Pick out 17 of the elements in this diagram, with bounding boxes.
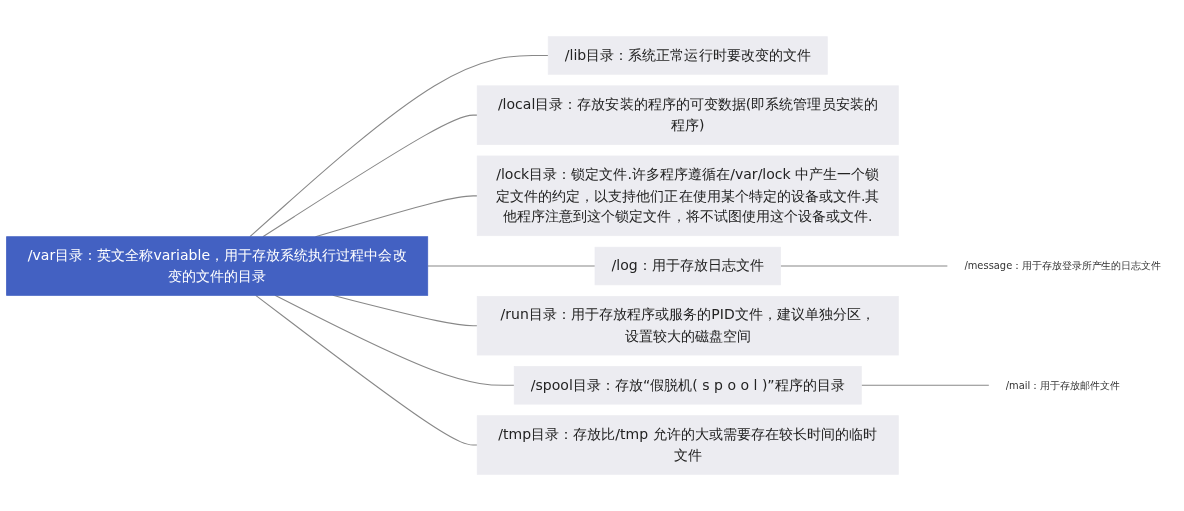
connector [262,114,478,238]
node-box: /log：用于存放日志文件 [594,246,781,286]
node-text: /message：用于存放登录所产生的日志文件 [964,260,1161,272]
connector [255,294,478,446]
connector [860,384,990,386]
node-box: /local目录：存放安装的程序的可变数据(即系统管理员安装的程序) [476,85,899,145]
connector [780,265,949,267]
node-text: /mail：用于存放邮件文件 [1005,379,1120,392]
node-box: /tmp目录：存放比/tmp 允许的大或需要存在较长时间的临时文件 [476,415,899,475]
node-box: /lock目录：锁定文件.许多程序遵循在/var/lock 中产生一个锁定文件的约定，以支持他们正在使用某个特定的设备或文件.其他程序注意到这个锁定文件，将不试图使用这个设备或文件. [476,155,899,237]
connector [427,265,596,267]
node-box: /spool目录：存放“假脱机( s p o o l )”程序的目录 [513,366,862,405]
node-box: /var目录：英文全称variable，用于存放系统执行过程中会改变的文件的目录 [6,236,429,296]
connector [274,294,515,386]
node-box: /run目录：用于存放程序或服务的PID文件，建议单独分区，设置较大的磁盘空间 [476,295,899,356]
node-box: /lib目录：系统正常运行时要改变的文件 [547,36,828,75]
connector [249,54,549,238]
